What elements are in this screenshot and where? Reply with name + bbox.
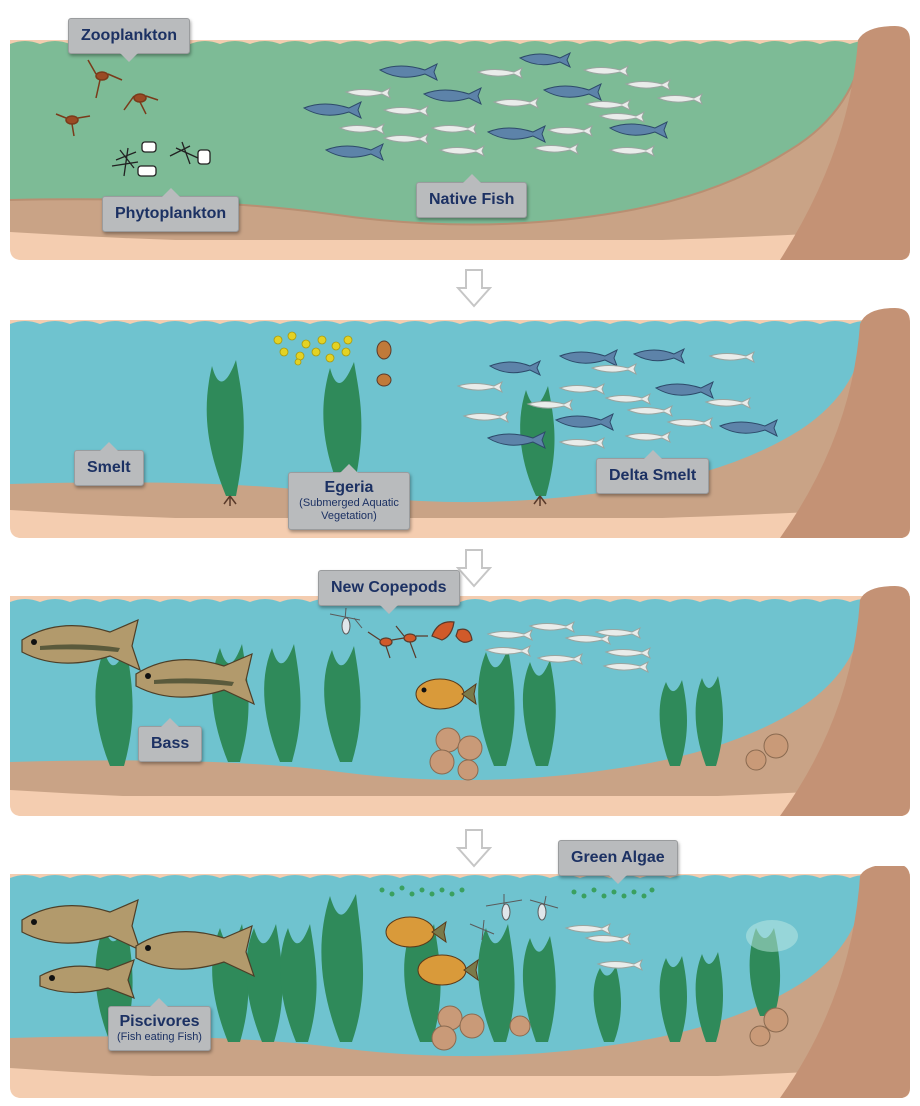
delta-smelt-label: Delta Smelt <box>596 450 710 494</box>
egeria-label: Egeria (Submerged Aquatic Vegetation) <box>288 464 410 530</box>
bass-icon <box>21 618 477 710</box>
panel-4-scene <box>10 866 910 1098</box>
egeria-plant-icon <box>206 360 555 506</box>
copepod-icon <box>376 340 392 387</box>
zooplankton-icon <box>55 59 159 137</box>
egeria-note: (Submerged Aquatic Vegetation) <box>299 497 399 522</box>
piscivores-note: (Fish eating Fish) <box>117 1031 202 1043</box>
green-algae-label: Green Algae <box>558 840 678 884</box>
copepod-icon <box>367 621 473 659</box>
phytoplankton-icon <box>111 141 211 177</box>
native-fish-label: Native Fish <box>416 174 528 218</box>
new-copepod-icon <box>469 894 559 941</box>
panel-egeria-invasion: Smelt Egeria (Submerged Aquatic Vegetati… <box>0 306 920 540</box>
new-copepod-icon <box>329 607 363 635</box>
clam-icon <box>429 727 789 781</box>
smelt-icon <box>484 620 651 674</box>
panel-2-scene <box>10 308 910 538</box>
sunfish-icon <box>415 678 477 710</box>
algae-icon <box>273 331 353 366</box>
sunfish-icon <box>385 916 479 986</box>
bass-label: Bass <box>138 718 203 762</box>
bass-icon <box>21 898 256 1000</box>
panel-3-scene <box>10 586 910 816</box>
panel-piscivores-algae: Green Algae Piscivores (Fish eating Fish… <box>0 840 920 1102</box>
panel-native-ecosystem: Zooplankton Phytoplankton Native Fish <box>0 0 920 262</box>
piscivores-label: Piscivores (Fish eating Fish) <box>108 998 211 1051</box>
down-arrow-icon <box>456 549 492 588</box>
zooplankton-label: Zooplankton <box>68 18 190 62</box>
smelt-label: Smelt <box>74 442 144 486</box>
panel-bass-copepods: New Copepods Bass <box>0 570 920 820</box>
down-arrow-icon <box>456 269 492 308</box>
piscivores-title: Piscivores <box>119 1013 200 1030</box>
delta-smelt-icon <box>456 347 778 450</box>
algae-bloom-icon <box>746 920 798 952</box>
phytoplankton-label: Phytoplankton <box>102 188 240 232</box>
green-algae-icon <box>379 885 655 899</box>
smelt-icon <box>564 922 643 972</box>
clam-icon <box>431 1005 789 1051</box>
new-copepods-label: New Copepods <box>318 570 460 614</box>
down-arrow-icon <box>456 829 492 868</box>
native-fish-icon <box>302 51 703 162</box>
egeria-title: Egeria <box>324 479 374 496</box>
